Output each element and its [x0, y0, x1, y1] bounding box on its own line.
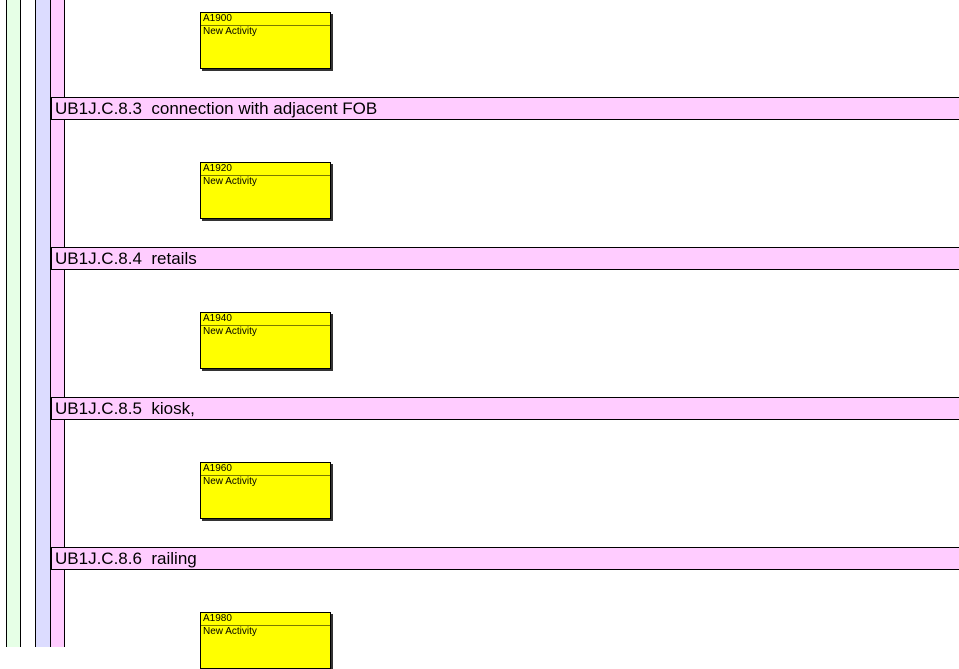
wbs-level-band-lavender [36, 0, 51, 647]
wbs-header-ub1j-c-8-4[interactable]: UB1J.C.8.4 retails [51, 247, 959, 270]
activity-box-a1960[interactable]: A1960 New Activity [200, 462, 331, 519]
activity-id: A1960 [201, 463, 330, 476]
wbs-level-band-green [6, 0, 21, 647]
wbs-header-ub1j-c-8-6[interactable]: UB1J.C.8.6 railing [51, 547, 959, 570]
wbs-stripe-segment [51, 269, 65, 398]
activity-name: New Activity [203, 326, 257, 337]
wbs-stripe-segment [51, 0, 65, 98]
activity-name: New Activity [203, 626, 257, 637]
activity-box-a1940[interactable]: A1940 New Activity [200, 312, 331, 369]
activity-name: New Activity [203, 26, 257, 37]
wbs-header-ub1j-c-8-3[interactable]: UB1J.C.8.3 connection with adjacent FOB [51, 97, 959, 120]
activity-box-a1920[interactable]: A1920 New Activity [200, 162, 331, 219]
activity-box-a1900[interactable]: A1900 New Activity [200, 12, 331, 69]
activity-id: A1900 [201, 13, 330, 26]
activity-id: A1920 [201, 163, 330, 176]
wbs-stripe-segment [51, 569, 65, 647]
wbs-stripe-segment [51, 119, 65, 248]
activity-id: A1940 [201, 313, 330, 326]
wbs-header-ub1j-c-8-5[interactable]: UB1J.C.8.5 kiosk, [51, 397, 959, 420]
activity-name: New Activity [203, 176, 257, 187]
wbs-stripe-segment [51, 419, 65, 548]
activity-id: A1980 [201, 613, 330, 626]
activity-box-a1980[interactable]: A1980 New Activity [200, 612, 331, 669]
activity-name: New Activity [203, 476, 257, 487]
wbs-level-band-white [21, 0, 36, 647]
